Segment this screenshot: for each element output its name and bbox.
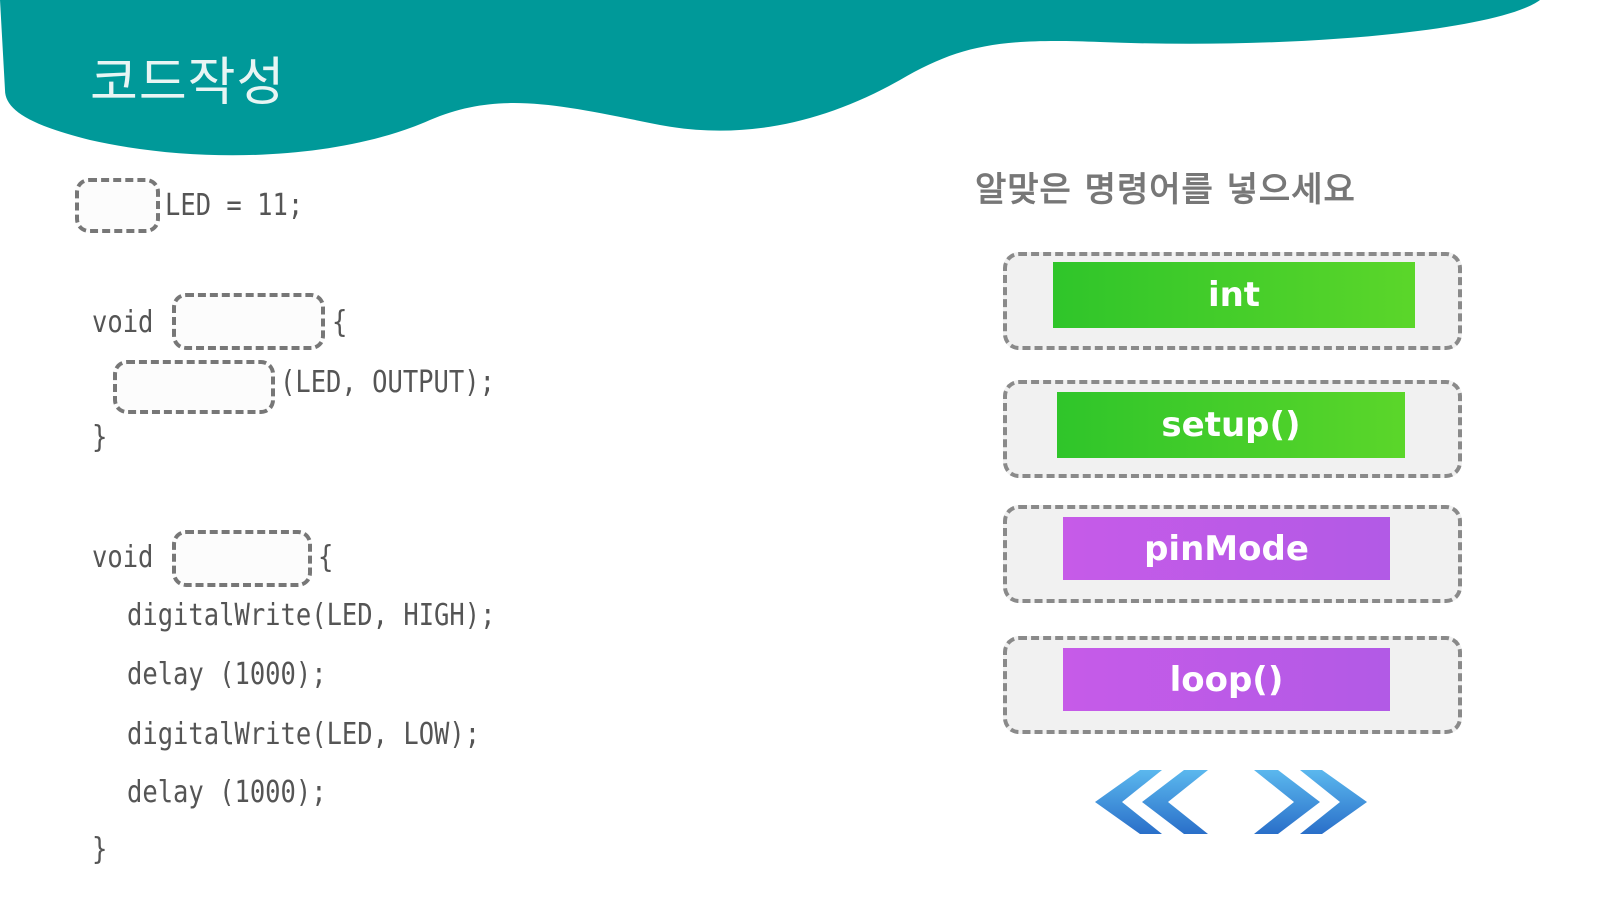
blank-type-slot[interactable] [75, 178, 160, 233]
double-chevron-left-icon[interactable] [1092, 762, 1214, 842]
instruction-heading: 알맞은 명령어를 넣으세요 [975, 170, 1356, 210]
code-line: (LED, OUTPUT); [280, 365, 495, 400]
blank-setup-slot[interactable] [172, 293, 325, 350]
option-int[interactable]: int [1053, 262, 1415, 328]
code-brace: } [92, 420, 108, 455]
code-line: LED = 11; [165, 188, 304, 223]
option-loop[interactable]: loop() [1063, 648, 1390, 711]
option-setup[interactable]: setup() [1057, 392, 1405, 458]
code-line: delay (1000); [127, 657, 327, 692]
code-brace: { [318, 540, 334, 575]
code-brace: { [332, 305, 348, 340]
blank-loop-slot[interactable] [172, 530, 312, 587]
code-keyword: void [92, 540, 154, 575]
code-keyword: void [92, 305, 154, 340]
code-line: delay (1000); [127, 775, 327, 810]
page-title: 코드작성 [90, 53, 286, 113]
blank-pinmode-slot[interactable] [113, 360, 275, 414]
code-brace: } [92, 832, 108, 867]
double-chevron-right-icon[interactable] [1248, 762, 1370, 842]
code-line: digitalWrite(LED, HIGH); [127, 598, 496, 633]
option-pinmode[interactable]: pinMode [1063, 517, 1390, 580]
code-line: digitalWrite(LED, LOW); [127, 717, 481, 752]
header-wave-banner [0, 0, 1540, 156]
